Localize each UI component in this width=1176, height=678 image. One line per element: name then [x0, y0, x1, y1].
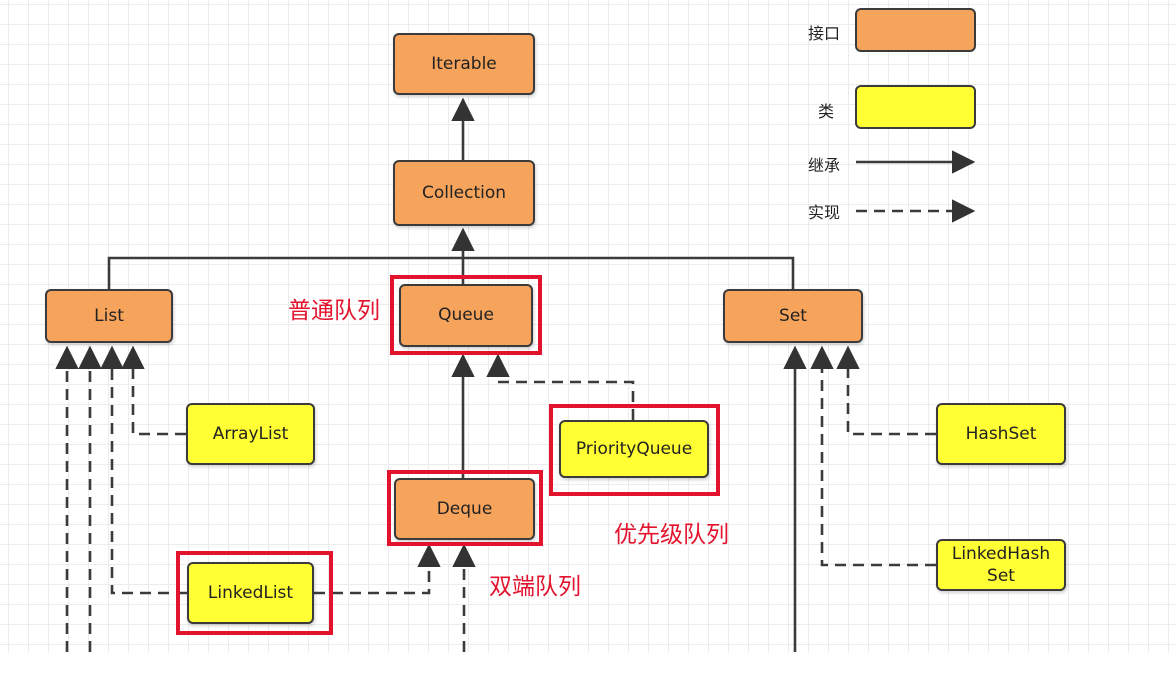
node-list-label: List: [94, 305, 124, 326]
node-hashset-label: HashSet: [965, 423, 1037, 444]
node-arraylist: ArrayList: [186, 403, 315, 465]
node-deque-label: Deque: [436, 498, 493, 519]
diagram-canvas: Iterable Collection List Queue Set Deque…: [0, 0, 1176, 652]
edge-arraylist-list: [121, 345, 186, 436]
edge-hashset-set: [836, 345, 936, 436]
edge-linkedlist-deque: [314, 543, 441, 595]
node-priorityqueue: PriorityQueue: [559, 420, 709, 478]
node-linkedhashset: LinkedHash Set: [936, 539, 1066, 591]
highlight-deque: [387, 470, 543, 546]
edge-priorityqueue-queue: [486, 353, 635, 420]
node-collection: Collection: [393, 160, 535, 226]
node-linkedlist-label: LinkedList: [207, 582, 294, 603]
highlight-queue: [390, 275, 542, 355]
node-linkedhashset-label-1: LinkedHash: [951, 543, 1051, 564]
node-queue: Queue: [399, 284, 533, 347]
legend-interface-label: 接口: [808, 24, 841, 43]
legend-class-swatch: [855, 85, 976, 129]
legend-inherit-label: 继承: [808, 156, 841, 175]
node-set-label: Set: [779, 305, 807, 326]
edges-layer: [55, 97, 976, 652]
node-iterable: Iterable: [393, 33, 535, 95]
node-linkedlist: LinkedList: [187, 562, 314, 624]
node-iterable-label: Iterable: [431, 53, 497, 74]
annotation-queue: 普通队列: [288, 298, 380, 324]
node-collection-label: Collection: [421, 182, 507, 203]
node-priorityqueue-label: PriorityQueue: [575, 438, 693, 459]
legend-interface-swatch: [855, 8, 976, 52]
edge-linkedlist-list: [100, 345, 187, 595]
legend-class-label: 类: [818, 102, 835, 121]
legend-implement-label: 实现: [808, 203, 841, 222]
annotation-deque: 双端队列: [489, 574, 581, 600]
node-hashset: HashSet: [936, 403, 1066, 465]
node-list: List: [45, 289, 173, 343]
highlight-linkedlist: [176, 551, 333, 635]
node-deque: Deque: [394, 478, 535, 540]
node-arraylist-label: ArrayList: [212, 423, 289, 444]
node-set: Set: [723, 289, 863, 343]
node-queue-label: Queue: [438, 305, 494, 326]
highlight-priorityqueue: [549, 404, 720, 496]
edge-linkedhashset-set: [810, 345, 936, 567]
annotation-priorityqueue: 优先级队列: [614, 522, 729, 548]
edge-branch-bar: [107, 256, 795, 289]
node-linkedhashset-label-2: Set: [987, 566, 1015, 586]
